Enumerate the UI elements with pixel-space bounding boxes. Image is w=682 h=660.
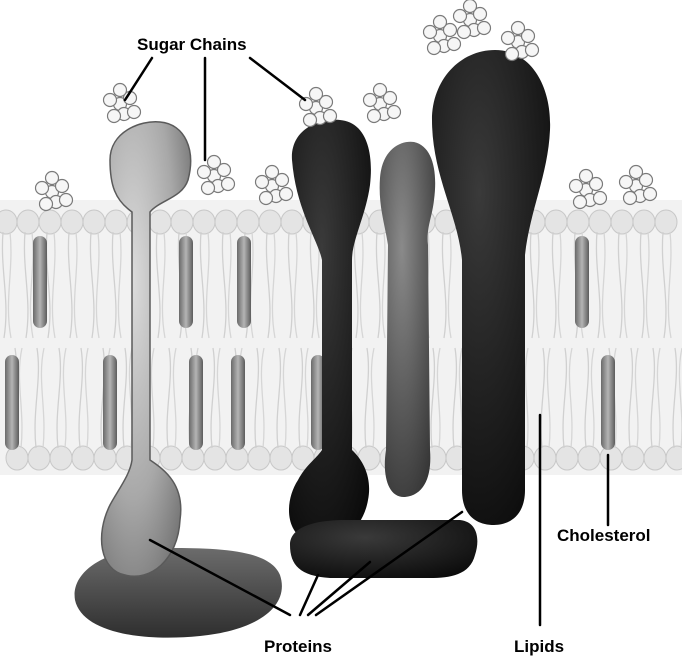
lipids-label: Lipids bbox=[514, 637, 564, 656]
lipid-head bbox=[215, 210, 237, 234]
sugar-bead bbox=[624, 192, 637, 205]
sugar-bead bbox=[428, 42, 441, 55]
sugar-bead bbox=[208, 156, 221, 169]
sugar-bead bbox=[104, 94, 117, 107]
lipid-head bbox=[6, 446, 28, 470]
sugar-bead bbox=[280, 188, 293, 201]
sugar-bead bbox=[502, 32, 515, 45]
lipid-head bbox=[72, 446, 94, 470]
sugar-bead bbox=[478, 22, 491, 35]
lipid-head bbox=[83, 210, 105, 234]
lipid-head bbox=[39, 210, 61, 234]
sugar-bead bbox=[310, 88, 323, 101]
lipid-head bbox=[600, 446, 622, 470]
sugar-bead bbox=[374, 84, 387, 97]
lipid-head bbox=[0, 210, 17, 234]
sugar-chains-label: Sugar Chains bbox=[137, 35, 247, 54]
sugar-bead bbox=[60, 194, 73, 207]
lipid-head bbox=[633, 210, 655, 234]
sugar-bead bbox=[260, 192, 273, 205]
sugar-bead bbox=[644, 188, 657, 201]
lipid-head bbox=[281, 210, 303, 234]
sugar-bead bbox=[388, 106, 401, 119]
cholesterol-rod bbox=[601, 355, 615, 450]
proteins-label: Proteins bbox=[264, 637, 332, 656]
lipid-head bbox=[611, 210, 633, 234]
sugar-bead bbox=[222, 178, 235, 191]
dark-protein-bottom-link bbox=[290, 520, 477, 578]
sugar-bead bbox=[40, 198, 53, 211]
lipid-head bbox=[259, 210, 281, 234]
sugar-bead bbox=[324, 110, 337, 123]
lipid-head bbox=[61, 210, 83, 234]
sugar-bead bbox=[512, 22, 525, 35]
sugar-bead bbox=[368, 110, 381, 123]
cholesterol-rod bbox=[33, 236, 47, 328]
lipid-head bbox=[622, 446, 644, 470]
lipid-head bbox=[270, 446, 292, 470]
lipid-head bbox=[545, 210, 567, 234]
sugar-bead bbox=[108, 110, 121, 123]
lipid-head bbox=[17, 210, 39, 234]
sugar-bead bbox=[506, 48, 519, 61]
lipid-head bbox=[534, 446, 556, 470]
sugar-bead bbox=[202, 182, 215, 195]
lipid-head bbox=[171, 210, 193, 234]
lipid-head bbox=[28, 446, 50, 470]
sugar-bead bbox=[36, 182, 49, 195]
lipid-head bbox=[149, 210, 171, 234]
lipid-head bbox=[567, 210, 589, 234]
mid-protein bbox=[380, 142, 436, 497]
sugar-bead bbox=[448, 38, 461, 51]
cholesterol-rod bbox=[231, 355, 245, 450]
sugar-bead bbox=[594, 192, 607, 205]
sugar-bead bbox=[580, 170, 593, 183]
cholesterol-rod bbox=[237, 236, 251, 328]
lipid-head bbox=[105, 210, 127, 234]
sugar-bead bbox=[464, 0, 477, 13]
sugar-bead bbox=[114, 84, 127, 97]
sugar-bead bbox=[630, 166, 643, 179]
lipid-head bbox=[193, 210, 215, 234]
sugar-bead bbox=[574, 196, 587, 209]
cholesterol-rod bbox=[179, 236, 193, 328]
lipid-head bbox=[578, 446, 600, 470]
sugar-bead bbox=[424, 26, 437, 39]
sugar-bead bbox=[266, 166, 279, 179]
lipid-head bbox=[204, 446, 226, 470]
lipid-head bbox=[182, 446, 204, 470]
sugar-bead bbox=[458, 26, 471, 39]
lipid-head bbox=[556, 446, 578, 470]
sugar-bead bbox=[526, 44, 539, 57]
sugar-bead bbox=[620, 176, 633, 189]
cholesterol-rod bbox=[189, 355, 203, 450]
lipid-head bbox=[589, 210, 611, 234]
lipid-head bbox=[644, 446, 666, 470]
sugar-bead bbox=[46, 172, 59, 185]
lipid-head bbox=[160, 446, 182, 470]
lipid-head bbox=[655, 210, 677, 234]
cholesterol-rod bbox=[5, 355, 19, 450]
sugar-bead bbox=[434, 16, 447, 29]
sugar-bead bbox=[198, 166, 211, 179]
cholesterol-rod bbox=[103, 355, 117, 450]
sugar-bead bbox=[454, 10, 467, 23]
sugar-bead bbox=[364, 94, 377, 107]
sugar-bead bbox=[570, 180, 583, 193]
lipid-head bbox=[94, 446, 116, 470]
sugar-bead bbox=[256, 176, 269, 189]
cholesterol-rod bbox=[575, 236, 589, 328]
lipid-head bbox=[248, 446, 270, 470]
sugar-bead bbox=[128, 106, 141, 119]
sugar-leader-3 bbox=[250, 58, 305, 100]
sugar-leader-1 bbox=[125, 58, 152, 100]
lipid-head bbox=[237, 210, 259, 234]
sugar-bead bbox=[304, 114, 317, 127]
cholesterol-label: Cholesterol bbox=[557, 526, 651, 545]
lipid-head bbox=[50, 446, 72, 470]
